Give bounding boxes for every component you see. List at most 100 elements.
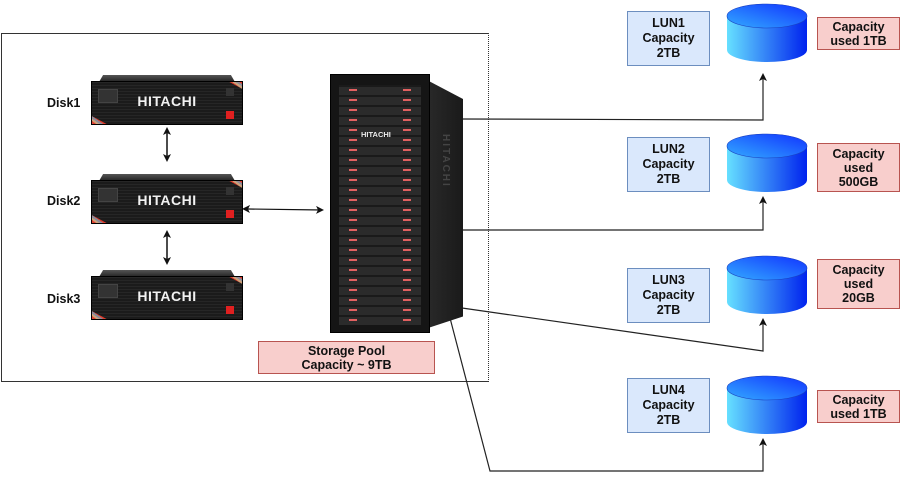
disk1-label: Disk1 (47, 96, 81, 110)
rack-logo: HITACHI (361, 130, 391, 139)
power-icon (226, 306, 234, 314)
power-icon (226, 210, 234, 218)
rack-led (403, 289, 411, 291)
rack-led (349, 319, 357, 321)
rack-led (349, 89, 357, 91)
rack-led (349, 139, 357, 141)
rack-led (349, 209, 357, 211)
lun3-used-box: Capacity used 20GB (817, 259, 900, 309)
used-line: used 1TB (830, 406, 887, 421)
lun-name: LUN4 (652, 383, 685, 397)
link-rack-lun2 (463, 196, 767, 231)
lun1-info-box: LUN1 Capacity 2TB (627, 11, 710, 66)
link-disk2-rack (242, 205, 324, 214)
lun2-used-box: Capacity used 500GB (817, 143, 900, 192)
used-line: used (843, 160, 874, 175)
used-line: 500GB (838, 174, 879, 189)
lun2-info-box: LUN2 Capacity 2TB (627, 137, 710, 192)
disk3-label: Disk3 (47, 292, 81, 306)
rack-led (403, 169, 411, 171)
rack-led (403, 269, 411, 271)
used-line: Capacity (832, 146, 885, 161)
lun3-info-box: LUN3 Capacity 2TB (627, 268, 710, 323)
rack-led (349, 229, 357, 231)
link-rack-lun4 (449, 317, 767, 472)
disk2-logo: HITACHI (137, 192, 197, 208)
lun-name: LUN3 (652, 273, 685, 287)
used-line: Capacity (832, 263, 885, 277)
lun4-used-box: Capacity used 1TB (817, 390, 900, 423)
rack-led (349, 289, 357, 291)
lun-name: LUN1 (652, 16, 685, 30)
rack-led (349, 259, 357, 261)
rack-led (403, 219, 411, 221)
rack-led (403, 279, 411, 281)
rack-led (349, 109, 357, 111)
rack-led (403, 199, 411, 201)
disk3-logo: HITACHI (137, 288, 197, 304)
rack-led (403, 179, 411, 181)
lun-capacity-label: Capacity (642, 157, 695, 171)
lun-capacity-label: Capacity (642, 398, 695, 412)
rack-led (349, 159, 357, 161)
used-line: Capacity (832, 19, 885, 34)
rack-led (403, 149, 411, 151)
disk1-enclosure: HITACHI (91, 75, 243, 125)
pool-label-line2: Capacity ~ 9TB (301, 357, 392, 372)
lun-name: LUN2 (652, 142, 685, 156)
lun-capacity-value: 2TB (656, 172, 681, 186)
rack-led (349, 99, 357, 101)
lun1-used-box: Capacity used 1TB (817, 17, 900, 50)
storage-rack: HITACHI HITACHI (330, 74, 465, 337)
used-line: used (843, 277, 874, 291)
rack-led (349, 299, 357, 301)
lun4-cylinder-icon (726, 375, 808, 434)
rack-led (403, 109, 411, 111)
rack-side-logo: HITACHI (440, 134, 451, 188)
cylinder-top (726, 375, 808, 401)
pool-label-line1: Storage Pool (307, 343, 386, 358)
rack-led (403, 129, 411, 131)
rack-led (349, 219, 357, 221)
lun1-cylinder-icon (726, 3, 808, 62)
rack-led (403, 99, 411, 101)
storage-pool-label: Storage Pool Capacity ~ 9TB (258, 341, 435, 374)
cylinder-body (727, 146, 807, 192)
rack-led (349, 149, 357, 151)
lun-capacity-value: 2TB (656, 303, 681, 317)
rack-led (349, 279, 357, 281)
used-line: used 1TB (830, 33, 887, 48)
rack-led (349, 239, 357, 241)
rack-led (349, 119, 357, 121)
rack-led (349, 169, 357, 171)
cylinder-top (726, 255, 808, 281)
rack-led (403, 259, 411, 261)
disk3-enclosure: HITACHI (91, 270, 243, 320)
disk1-logo: HITACHI (137, 93, 197, 109)
rack-led (403, 229, 411, 231)
lun-capacity-value: 2TB (656, 413, 681, 427)
lun-capacity-label: Capacity (642, 31, 695, 45)
storage-pool-boundary (1, 33, 489, 382)
rack-led (403, 89, 411, 91)
lun4-info-box: LUN4 Capacity 2TB (627, 378, 710, 433)
rack-led (349, 189, 357, 191)
cylinder-body (727, 16, 807, 62)
rack-led (403, 119, 411, 121)
link-rack-lun3 (461, 307, 767, 352)
rack-led (349, 249, 357, 251)
cylinder-top (726, 3, 808, 29)
rack-led (403, 249, 411, 251)
disk2-label: Disk2 (47, 194, 81, 208)
rack-led (349, 129, 357, 131)
cylinder-top (726, 133, 808, 159)
rack-led (403, 309, 411, 311)
lun3-cylinder-icon (726, 255, 808, 314)
rack-led (349, 199, 357, 201)
used-line: 20GB (842, 291, 875, 305)
cylinder-body (727, 388, 807, 434)
rack-led (349, 309, 357, 311)
lun2-cylinder-icon (726, 133, 808, 192)
rack-led (403, 139, 411, 141)
rack-led (403, 159, 411, 161)
